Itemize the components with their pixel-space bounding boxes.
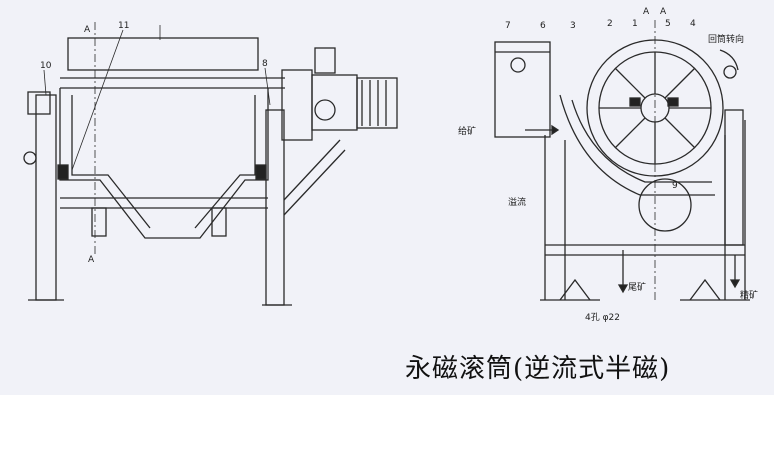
side-frame (724, 109, 744, 246)
drum-spoke (664, 117, 696, 149)
drum-spoke (664, 67, 696, 99)
section-mark-bottom: A (88, 255, 95, 265)
coupling-disc (314, 99, 336, 121)
left-leg (35, 94, 57, 301)
callout-7: 7 (505, 21, 511, 31)
trough-inner (571, 99, 712, 183)
motor-strut (283, 139, 341, 201)
magnet-block (629, 97, 641, 107)
feed-box-valve (510, 57, 526, 73)
motor-body (356, 77, 398, 129)
hopper-outline (59, 88, 269, 239)
right-foot-bracket (689, 278, 721, 301)
label-concentrate: 精矿 (740, 289, 758, 301)
left-side-view (23, 22, 398, 306)
label-holes: 4孔 φ22 (585, 312, 620, 323)
right-front-view (494, 20, 750, 301)
gearbox (281, 69, 313, 141)
callout-1: 1 (632, 19, 638, 29)
right-section-mark-1: A (643, 7, 650, 17)
concentrate-arrowhead (729, 279, 741, 289)
motor-terminal-box (314, 47, 336, 74)
feed-arrowhead (551, 124, 560, 136)
right-section-mark-2: A (660, 7, 667, 17)
callout-8: 8 (262, 59, 268, 69)
rotation-arrow (719, 49, 739, 71)
inner-hopper-left (71, 95, 151, 229)
callout-11: 11 (118, 21, 129, 31)
tailings-arrowhead (617, 284, 629, 294)
adjust-knob (723, 65, 737, 79)
bottom-margin (0, 395, 774, 466)
motor-strut-lower (283, 149, 346, 216)
callout-6: 6 (540, 21, 546, 31)
right-seal-block (255, 164, 267, 180)
technical-drawing: A A 10 11 8 (23, 7, 758, 323)
callout-9: 9 (672, 181, 678, 191)
lower-drum (638, 178, 692, 232)
callout-leader-11 (71, 29, 124, 171)
trough-outer (559, 94, 715, 196)
drum-spoke (614, 117, 646, 149)
label-tailings: 尾矿 (628, 281, 646, 293)
drum-top-frame (67, 37, 259, 71)
label-overflow: 溢流 (508, 196, 526, 208)
left-support-post (91, 207, 107, 237)
callout-4: 4 (690, 19, 696, 29)
left-bearing (27, 91, 51, 115)
drum-spoke (614, 67, 646, 99)
section-mark-top: A (84, 25, 91, 35)
callout-2: 2 (607, 19, 613, 29)
right-leg (265, 109, 285, 306)
left-bearing-lower (23, 151, 37, 165)
callout-leader-8 (264, 67, 271, 106)
callout-leader-10 (43, 69, 47, 96)
inner-hopper-right (194, 95, 256, 229)
right-support-post (211, 207, 227, 237)
label-feed: 给矿 (458, 125, 476, 137)
figure-caption: 永磁滚筒(逆流式半磁) (405, 354, 671, 384)
left-foot-bracket (559, 278, 591, 301)
callout-3: 3 (570, 21, 576, 31)
magnet-block (667, 97, 679, 107)
label-rotation: 回筒转向 (708, 33, 744, 45)
callout-10: 10 (40, 61, 52, 71)
callout-5: 5 (665, 19, 671, 29)
feed-box (494, 41, 551, 138)
left-seal-block (57, 164, 69, 180)
